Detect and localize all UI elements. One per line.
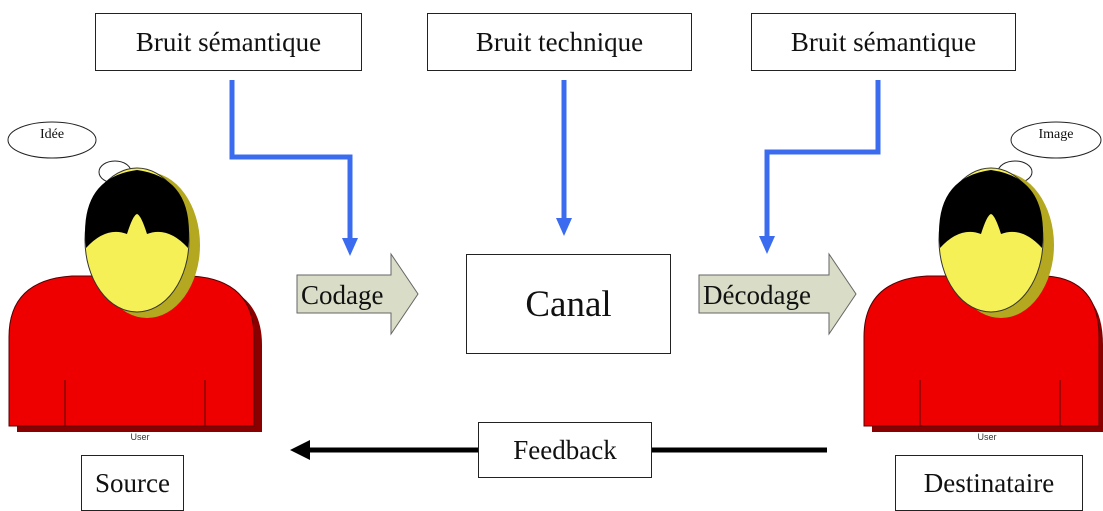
semantic-noise-destination-box: Bruit sémantique	[751, 13, 1016, 71]
idea-thought-text: Idée	[39, 127, 65, 142]
decoding-arrow	[698, 252, 857, 336]
encoding-label: Codage	[301, 280, 384, 310]
channel-label: Canal	[525, 283, 612, 325]
semantic-noise-source-label: Bruit sémantique	[135, 26, 322, 57]
source-box: Source	[81, 455, 184, 511]
decoding-label: Décodage	[703, 280, 811, 310]
destination-box: Destinataire	[895, 455, 1083, 511]
feedback-box: Feedback	[478, 422, 652, 478]
channel-box: Canal	[466, 254, 671, 354]
technical-noise-box: Bruit technique	[427, 13, 692, 71]
source-label: Source	[95, 467, 170, 498]
destination-person-figure	[863, 167, 1103, 432]
destination-user-caption: User	[977, 432, 997, 442]
semantic-noise-destination-label: Bruit sémantique	[790, 26, 977, 57]
feedback-arrow	[290, 440, 827, 460]
source-person-figure	[8, 167, 262, 432]
noise-arrow-left	[229, 80, 358, 256]
image-thought-text: Image	[1038, 127, 1074, 142]
semantic-noise-source-box: Bruit sémantique	[95, 13, 362, 71]
technical-noise-label: Bruit technique	[475, 26, 644, 57]
noise-arrow-right	[759, 80, 881, 254]
encoding-arrow	[296, 252, 419, 336]
noise-arrow-middle	[556, 80, 572, 236]
source-user-caption: User	[130, 432, 150, 442]
feedback-label: Feedback	[513, 434, 617, 465]
destination-label: Destinataire	[923, 467, 1055, 498]
